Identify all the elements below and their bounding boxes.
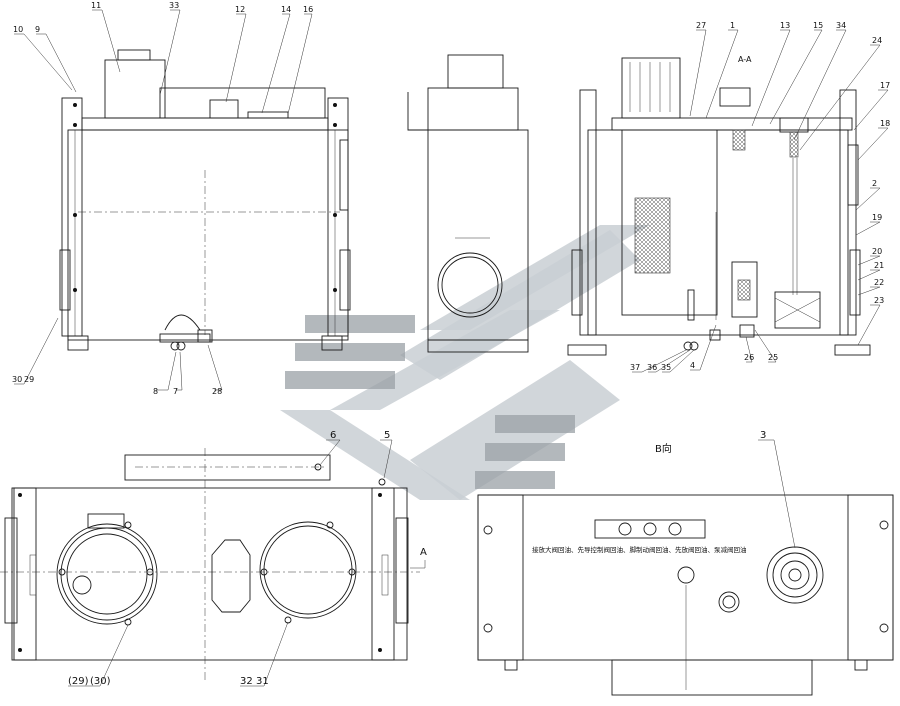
section-title: A-A [738,55,752,64]
watermark-logo [280,225,650,500]
label-30-ref: (30) [90,676,111,687]
label-36: 36 [647,363,657,372]
view-b [477,439,894,696]
labels-section: A-A 27 1 13 15 34 24 17 18 2 19 20 21 22… [630,21,890,372]
label-17: 17 [880,81,890,90]
label-35: 35 [661,363,671,372]
label-33: 33 [169,1,179,10]
label-26: 26 [744,353,754,362]
label-20: 20 [872,247,882,256]
side-view [407,54,529,353]
label-4: 4 [690,361,695,370]
label-30: 30 [12,375,22,384]
label-16: 16 [303,5,313,14]
label-12: 12 [235,5,245,14]
label-10: 10 [13,25,23,34]
label-27: 27 [696,21,706,30]
label-32: 32 [240,676,253,687]
label-18: 18 [880,119,890,128]
leaders-plan [68,439,393,687]
label-29: 29 [24,375,34,384]
front-view [59,49,351,351]
view-b-title: B向 [655,442,672,455]
label-29-ref: (29) [68,676,89,687]
label-11: 11 [91,1,101,10]
label-37: 37 [630,363,640,372]
label-15: 15 [813,21,823,30]
label-6: 6 [330,430,336,441]
label-3: 3 [760,430,766,441]
label-22: 22 [874,278,884,287]
label-25: 25 [768,353,778,362]
view-b-note: 接放大阀回油、先导控制阀回油、脚制动阀回油、先放阀回油、泵减阀回油 [532,545,747,554]
label-9: 9 [35,25,40,34]
label-8: 8 [153,387,158,396]
label-5: 5 [384,430,390,441]
label-19: 19 [872,213,882,222]
section-arrow-label: A [420,547,427,558]
labels-plan: 6 5 (29) (30) 32 31 A 3 B向 接放大阀回油、先导控制阀回… [68,430,766,687]
label-13: 13 [780,21,790,30]
label-1: 1 [730,21,735,30]
label-2: 2 [872,179,877,188]
labels-front: 10 9 11 33 12 14 16 30 29 8 7 28 [12,1,313,396]
leaders-front [14,9,313,391]
label-21: 21 [874,261,884,270]
label-34: 34 [836,21,846,30]
label-31: 31 [256,676,269,687]
label-7: 7 [173,387,178,396]
leaders-section [632,29,889,373]
label-23: 23 [874,296,884,305]
label-28: 28 [212,387,222,396]
plan-view-left [0,448,426,680]
label-14: 14 [281,5,291,14]
section-view [567,57,871,356]
label-24: 24 [872,36,882,45]
